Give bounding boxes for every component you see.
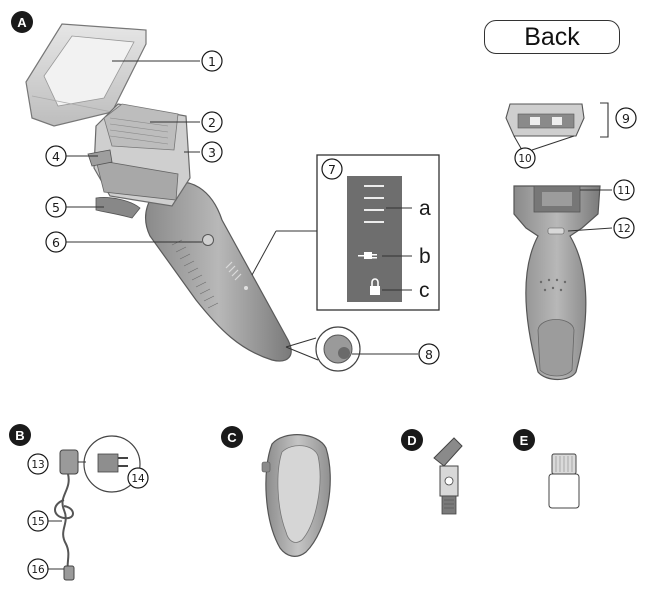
svg-text:8: 8 [425,347,433,362]
svg-text:7: 7 [328,162,336,177]
callout-3: 3 [201,141,223,163]
callout-16: 16 [27,558,49,580]
callout-9: 9 [615,107,637,129]
svg-text:A: A [17,15,27,30]
power-button [202,234,214,246]
ac-adapter [59,435,149,493]
svg-text:1: 1 [208,54,216,69]
svg-text:5: 5 [52,200,60,215]
callout-2: 2 [201,111,223,133]
section-badge-c: C [221,426,243,448]
svg-text:13: 13 [31,459,44,471]
display-detail-box [251,154,440,311]
label-c: c [419,279,430,302]
callout-15: 15 [27,510,49,532]
svg-text:16: 16 [31,564,45,576]
leader-lines [66,60,418,355]
svg-text:D: D [407,433,416,448]
power-cord [48,473,75,581]
shaver-body-back [513,185,613,381]
cleaning-brush [433,437,463,515]
svg-text:C: C [227,430,237,445]
back-button[interactable]: Back [484,20,620,54]
callout-12: 12 [613,217,635,239]
svg-text:9: 9 [622,111,630,126]
oil-bottle [548,453,580,509]
section-badge-a: A [11,11,33,33]
callout-5: 5 [45,196,67,218]
svg-text:3: 3 [208,145,216,160]
travel-pouch [261,434,331,557]
svg-text:11: 11 [617,185,630,197]
svg-text:E: E [520,433,529,448]
section-badge-d: D [401,429,423,451]
callout-11: 11 [613,179,635,201]
label-b: b [419,245,431,268]
protective-cap [25,23,147,127]
svg-text:10: 10 [518,153,531,165]
svg-text:4: 4 [52,149,60,164]
head-unit-back [505,102,609,151]
lamp-bars-icon [364,185,384,223]
shaver-head [87,103,191,219]
shaver-body [145,181,292,362]
section-badge-b: B [9,424,31,446]
svg-text:15: 15 [31,516,44,528]
svg-text:6: 6 [52,235,60,250]
plug-icon [358,252,377,259]
svg-text:14: 14 [131,473,145,485]
callout-14: 14 [127,467,149,489]
svg-text:2: 2 [208,115,216,130]
callout-6: 6 [45,231,67,253]
lock-icon [370,278,380,295]
svg-text:B: B [15,428,24,443]
callout-10: 10 [514,147,536,169]
callout-1: 1 [201,50,223,72]
callout-8: 8 [418,343,440,365]
callout-13: 13 [27,453,49,475]
socket-detail [285,326,361,372]
label-a: a [419,197,431,220]
section-badge-e: E [513,429,535,451]
callout-4: 4 [45,145,67,167]
svg-text:12: 12 [617,223,630,235]
callout-7: 7 [321,158,343,180]
